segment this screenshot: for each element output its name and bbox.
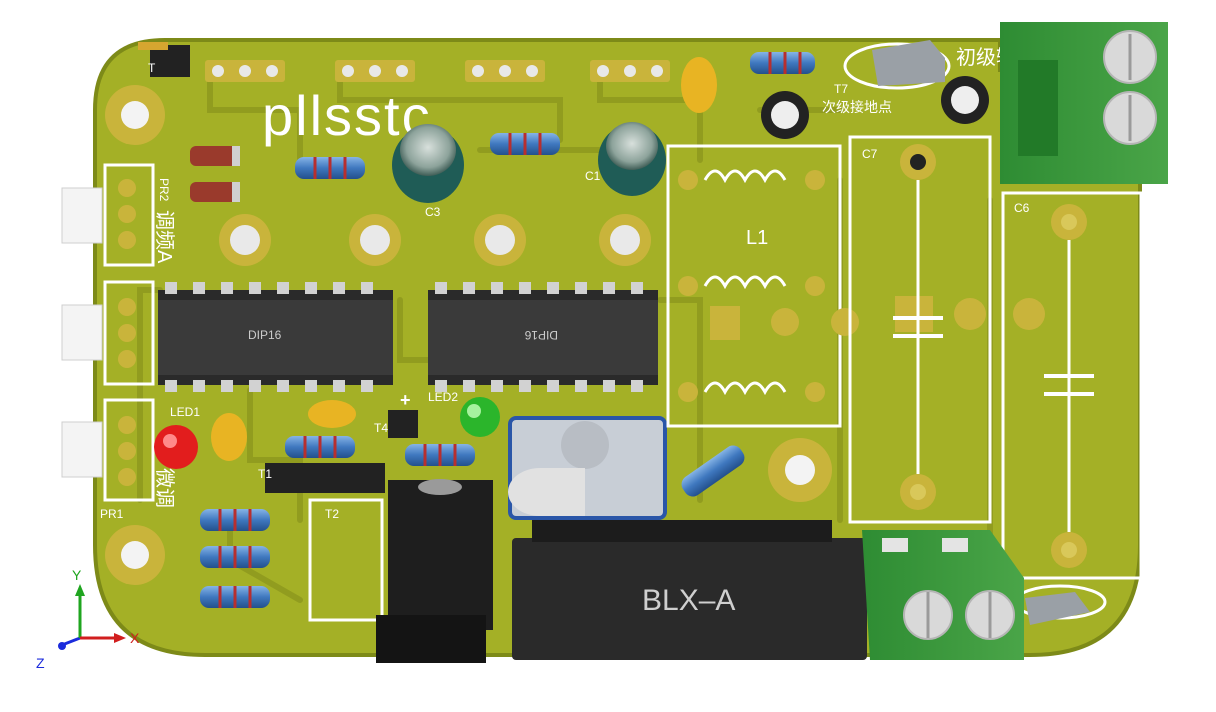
terminal-block-power (862, 530, 1024, 660)
label-l1: L1 (746, 227, 768, 249)
jumpers: T1 T4 (258, 410, 418, 493)
label-t1: T1 (258, 467, 272, 481)
axis-y-label: Y (72, 567, 82, 583)
label-plus: + (400, 390, 411, 410)
label-secondary-ground: 次级接地点 (822, 99, 892, 115)
capacitor-c7: C7 (848, 135, 992, 524)
led1: LED1 (154, 405, 200, 469)
axis-x-label: X (130, 630, 140, 646)
potentiometer-headers (61, 163, 155, 502)
ic2-label: DIP16 (524, 328, 558, 342)
battery-holder: BLX–A (512, 520, 867, 660)
label-pr1-text: 微调 (153, 468, 176, 508)
label-c6: C6 (1014, 201, 1030, 215)
label-t4: T4 (374, 421, 388, 435)
axis-gizmo[interactable]: Y X Z (36, 567, 140, 671)
diodes (190, 146, 240, 202)
capacitor-c1: C1 (585, 122, 666, 196)
dc-jack (376, 479, 493, 663)
capacitor-c3: C3 (392, 124, 464, 219)
battery-label: BLX–A (642, 584, 735, 617)
ic-dip16-left: DIP16 (158, 290, 393, 385)
mounting-holes (105, 76, 989, 585)
inductor-l1: L1 (666, 144, 842, 428)
label-t7: T7 (834, 82, 848, 96)
axis-z-label: Z (36, 655, 45, 671)
toggle-switch (508, 416, 667, 520)
label-led2: LED2 (428, 390, 458, 404)
board-title: pllsstc (262, 84, 432, 147)
label-pr1: PR1 (100, 507, 124, 521)
label-pr2: PR2 (157, 178, 171, 202)
label-t-top: T (148, 61, 156, 75)
terminal-block-primary (1000, 22, 1168, 184)
jumper-t-top: T (138, 42, 190, 77)
capacitor-c6: C6 (1001, 191, 1143, 580)
label-c7: C7 (862, 147, 878, 161)
led2: LED2 + (400, 390, 500, 437)
label-pr2-text: 调频A (153, 210, 176, 264)
ic-dip16-right: DIP16 (428, 290, 658, 385)
ceramic-capacitors (211, 57, 717, 461)
label-c3: C3 (425, 205, 441, 219)
label-t2: T2 (325, 507, 339, 521)
ic1-label: DIP16 (248, 328, 282, 342)
label-led1: LED1 (170, 405, 200, 419)
label-c1: C1 (585, 169, 601, 183)
t2-footprint: T2 (308, 498, 384, 622)
